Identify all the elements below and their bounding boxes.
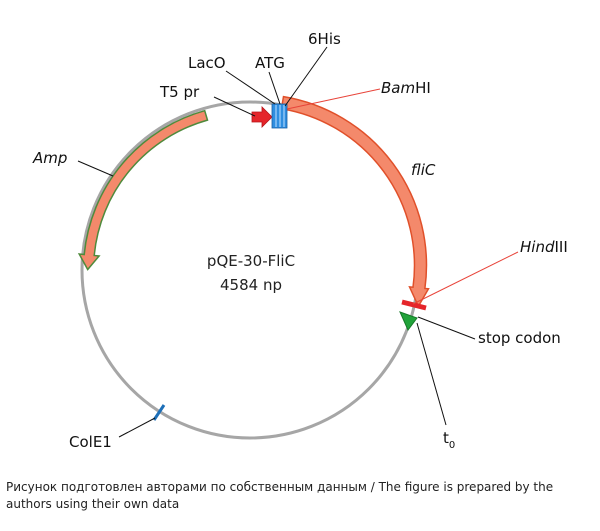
t5pr-label: T5 pr	[159, 83, 200, 101]
hindiii-label: HindIII	[520, 238, 568, 256]
flic-gene-arrow	[280, 95, 430, 308]
amp-leader	[77, 160, 114, 177]
amp-label: Amp	[32, 149, 67, 167]
t0-label: t0	[443, 429, 455, 451]
laco-label: LacO	[188, 54, 226, 72]
t5pr-leader	[213, 96, 256, 117]
plasmid-name: pQE-30-FliC	[207, 252, 295, 270]
amp-gene-arrow	[77, 109, 209, 271]
t0-terminator	[399, 311, 418, 331]
stop-codon-label: stop codon	[478, 329, 561, 347]
atg-leader	[268, 71, 281, 105]
bamhi-leader	[286, 88, 381, 110]
laco-operator-block	[271, 103, 288, 129]
hindiii-leader	[412, 251, 519, 305]
his-label: 6His	[308, 30, 341, 48]
his-leader	[284, 46, 328, 107]
bamhi-label: BamHI	[381, 79, 431, 97]
cole1-origin-mark	[152, 404, 166, 421]
plasmid-size: 4584 np	[220, 276, 282, 294]
stop-codon-leader	[417, 316, 476, 340]
hindiii-site-mark	[401, 299, 427, 311]
laco-leader	[225, 70, 276, 105]
t0-leader	[416, 322, 447, 426]
atg-label: ATG	[255, 54, 285, 72]
plasmid-map: LacO ATG 6His T5 pr BamHI Amp fliC HindI…	[32, 30, 568, 451]
figure-caption: Рисунок подготовлен авторами по собствен…	[6, 480, 554, 511]
t5-promoter-arrow	[251, 106, 273, 128]
flic-label: fliC	[411, 161, 436, 179]
cole1-label: ColE1	[69, 433, 112, 451]
cole1-leader	[118, 417, 156, 438]
